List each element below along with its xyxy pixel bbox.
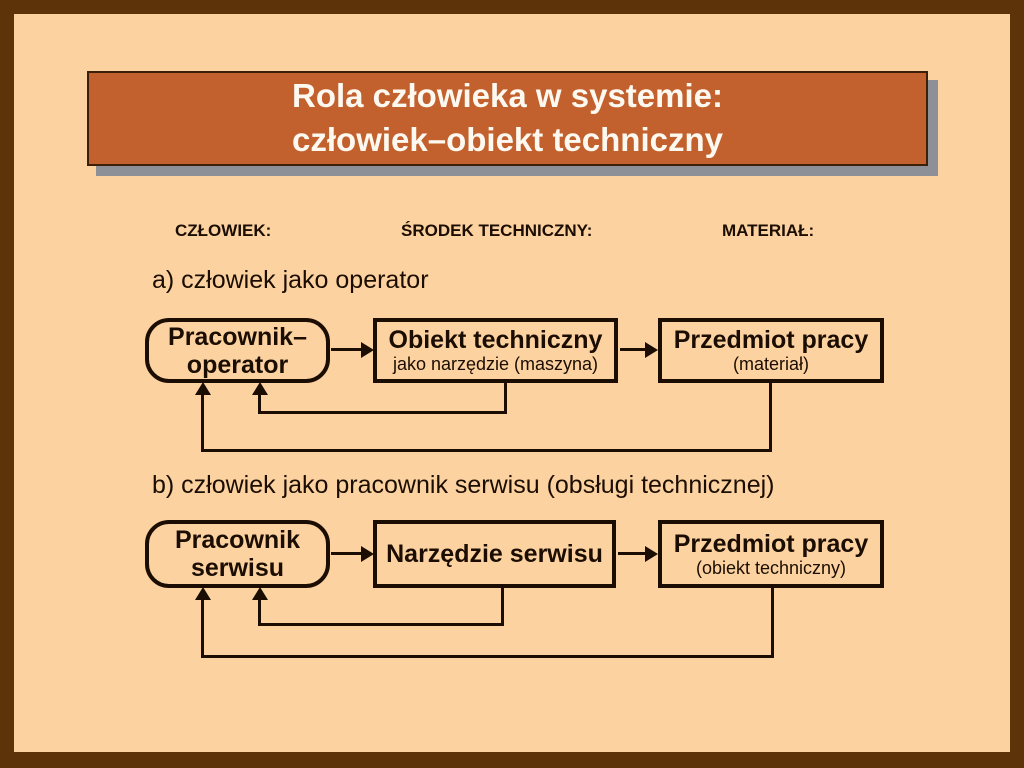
arrow-a-tool-to-material-arrowhead [645, 342, 658, 358]
box-przedmiot-pracy-a-title: Przedmiot pracy [673, 326, 869, 354]
loop-a-inner-down-segment [504, 381, 507, 414]
title-line-2: człowiek–obiekt techniczny [292, 121, 723, 158]
arrow-b-tool-to-material-arrowhead [645, 546, 658, 562]
column-header-material: MATERIAŁ: [722, 221, 815, 240]
column-header-czlowiek: CZŁOWIEK: [175, 221, 272, 240]
box-obiekt-techniczny: Obiekt techniczny jako narzędzie (maszyn… [373, 318, 618, 383]
loop-a-outer-down-segment [769, 381, 772, 452]
loop-a-inner-horizontal-segment [258, 411, 507, 414]
box-przedmiot-pracy-a-subtitle: (materiał) [732, 354, 809, 374]
loop-a-outer-horizontal-segment [201, 449, 772, 452]
title-banner: Rola człowieka w systemie: człowiek–obie… [87, 71, 928, 166]
box-pracownik-serwisu-line2: serwisu [190, 554, 285, 582]
box-przedmiot-pracy-b-subtitle: (obiekt techniczny) [695, 557, 847, 578]
box-pracownik-operator: Pracownik– operator [145, 318, 330, 383]
loop-b-outer-arrowhead [195, 587, 211, 600]
arrow-b-tool-to-material-shaft [618, 552, 647, 555]
box-pracownik-operator-line1: Pracownik– [168, 322, 307, 351]
loop-b-outer-horizontal-segment [201, 655, 774, 658]
column-header-srodek-techniczny: ŚRODEK TECHNICZNY: [401, 221, 593, 240]
box-przedmiot-pracy-b: Przedmiot pracy (obiekt techniczny) [658, 520, 884, 588]
loop-b-outer-up-segment [201, 598, 204, 658]
arrow-a-human-to-tool-arrowhead [361, 342, 374, 358]
section-a-label: a) człowiek jako operator [152, 266, 429, 294]
loop-b-inner-arrowhead [252, 587, 268, 600]
loop-a-inner-up-segment [258, 393, 261, 414]
box-pracownik-serwisu-line1: Pracownik [174, 526, 301, 554]
arrow-a-tool-to-material-shaft [620, 348, 647, 351]
box-narzedzie-serwisu-title: Narzędzie serwisu [386, 540, 603, 568]
loop-a-outer-arrowhead [195, 382, 211, 395]
loop-a-outer-up-segment [201, 393, 204, 452]
arrow-b-human-to-tool-arrowhead [361, 546, 374, 562]
loop-b-inner-up-segment [258, 598, 261, 626]
box-narzedzie-serwisu: Narzędzie serwisu [373, 520, 616, 588]
loop-b-inner-horizontal-segment [258, 623, 504, 626]
loop-b-inner-down-segment [501, 586, 504, 626]
arrow-b-human-to-tool-shaft [331, 552, 363, 555]
box-przedmiot-pracy-a: Przedmiot pracy (materiał) [658, 318, 884, 383]
box-pracownik-serwisu: Pracownik serwisu [145, 520, 330, 588]
loop-a-inner-arrowhead [252, 382, 268, 395]
box-pracownik-operator-line2: operator [186, 350, 289, 379]
box-przedmiot-pracy-b-title: Przedmiot pracy [673, 529, 869, 558]
loop-b-outer-down-segment [771, 586, 774, 658]
arrow-a-human-to-tool-shaft [331, 348, 363, 351]
title-line-1: Rola człowieka w systemie: [291, 77, 723, 114]
box-obiekt-techniczny-title: Obiekt techniczny [388, 326, 603, 354]
section-b-label: b) człowiek jako pracownik serwisu (obsł… [152, 471, 775, 499]
box-obiekt-techniczny-subtitle: jako narzędzie (maszyna) [392, 354, 599, 374]
